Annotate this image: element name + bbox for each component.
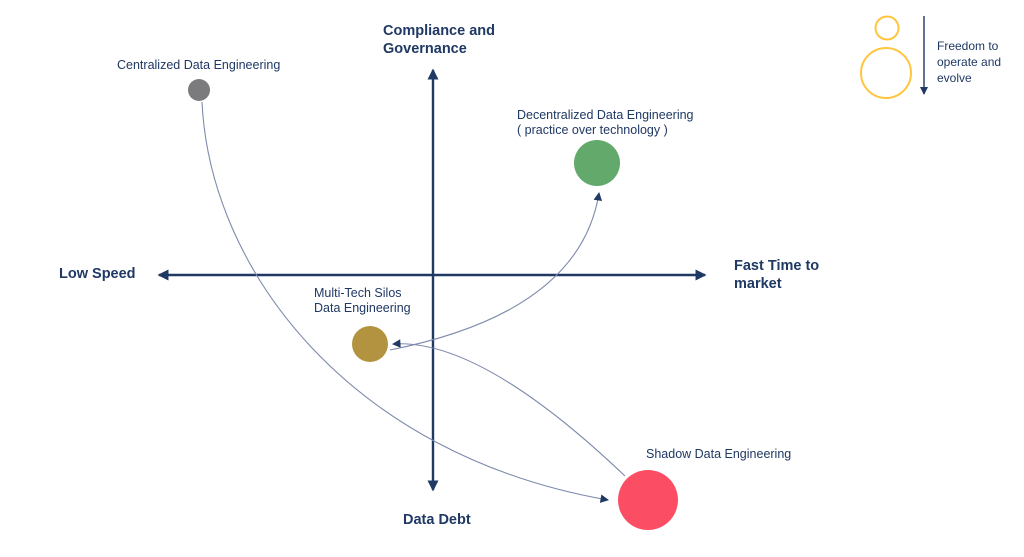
legend-small-circle: [874, 15, 900, 41]
label-centralized: Centralized Data Engineering: [117, 58, 281, 72]
edge-shadow-to-multitech: [391, 339, 626, 477]
legend-label: Freedom to operate and evolve: [937, 39, 1002, 86]
axis-label-left: Low Speed: [59, 266, 136, 282]
bubble-decentralized: [574, 140, 620, 186]
bubble-shadow: [618, 470, 678, 530]
edge-multitech-to-decentralized: [389, 191, 603, 351]
label-decentralized: Decentralized Data Engineering ( practic…: [517, 108, 694, 138]
bubble-multitech: [352, 326, 388, 362]
label-multitech: Multi-Tech Silos Data Engineering: [314, 286, 411, 316]
label-shadow: Shadow Data Engineering: [646, 447, 792, 461]
legend-large-circle: [860, 47, 912, 99]
axis-label-top: Compliance and Governance: [383, 23, 495, 57]
edge-centralized-to-shadow: [201, 101, 610, 503]
axis-label-right: Fast Time to market: [734, 258, 820, 292]
axis-label-bottom: Data Debt: [403, 512, 471, 528]
bubble-centralized: [188, 79, 210, 101]
